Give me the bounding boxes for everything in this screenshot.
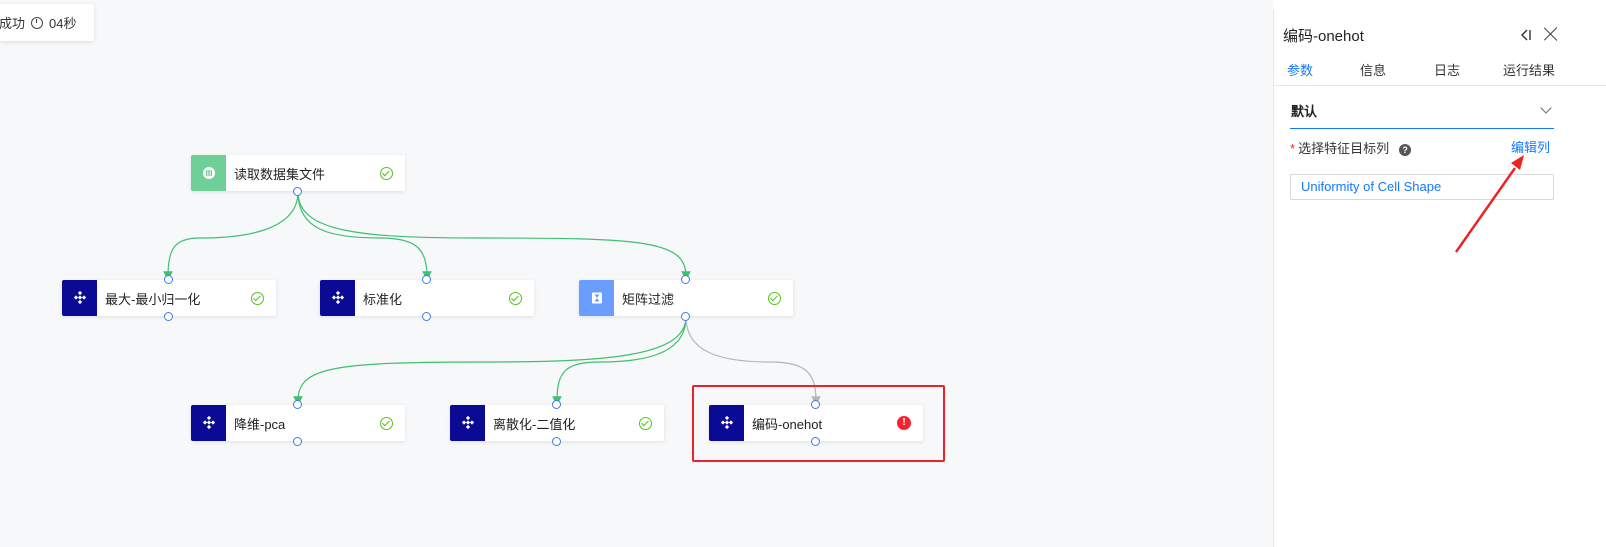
section-default[interactable]: 默认 <box>1290 97 1554 129</box>
edges-layer <box>163 191 821 406</box>
edit-columns-link[interactable]: 编辑列 <box>1511 140 1551 155</box>
chevron-down-icon[interactable] <box>1540 102 1552 114</box>
input-port[interactable] <box>164 275 173 284</box>
success-icon <box>638 416 652 430</box>
node-onehot[interactable]: 编码-onehot ! <box>709 405 923 441</box>
node-minmax-normalize[interactable]: 最大-最小归一化 <box>62 280 276 316</box>
component-icon <box>62 280 97 316</box>
component-icon <box>191 405 226 441</box>
edge-read-minmax[interactable] <box>163 191 299 281</box>
output-port[interactable] <box>422 312 431 321</box>
clock-icon <box>31 14 46 29</box>
success-icon <box>767 291 781 305</box>
component-icon <box>320 280 355 316</box>
required-mark: * <box>1290 141 1296 156</box>
field-label: *选择特征目标列? <box>1290 138 1412 157</box>
workflow-canvas[interactable]: 成功 04秒 读取数据集文件 最大-最小归一化 标准化 矩阵过滤 <box>0 0 1273 547</box>
node-label: 编码-onehot <box>752 416 823 432</box>
output-port[interactable] <box>681 312 690 321</box>
error-icon: ! <box>897 416 911 430</box>
node-read-dataset[interactable]: 读取数据集文件 <box>191 155 405 191</box>
component-icon <box>450 405 485 441</box>
node-matrix-filter[interactable]: 矩阵过滤 <box>579 280 793 316</box>
node-label: 离散化-二值化 <box>493 416 576 432</box>
tab-params[interactable]: 参数 <box>1287 63 1314 78</box>
edge-filter-binarize[interactable] <box>552 316 687 406</box>
input-port[interactable] <box>552 400 561 409</box>
node-binarize[interactable]: 离散化-二值化 <box>450 405 664 441</box>
output-port[interactable] <box>811 437 820 446</box>
run-status-badge: 成功 04秒 <box>0 4 94 41</box>
panel-tabs: 参数 信息 日志 运行结果 <box>1274 60 1606 86</box>
run-duration: 04秒 <box>49 16 77 31</box>
properties-panel: 编码-onehot 参数 信息 日志 运行结果 默认 *选择特征目标列? 编辑列… <box>1273 10 1606 547</box>
section-title: 默认 <box>1291 104 1318 119</box>
output-port[interactable] <box>164 312 173 321</box>
node-label: 读取数据集文件 <box>234 166 326 182</box>
success-icon <box>379 416 393 430</box>
help-icon[interactable]: ? <box>1399 143 1412 156</box>
node-standardize[interactable]: 标准化 <box>320 280 534 316</box>
node-label: 标准化 <box>363 291 403 307</box>
edge-filter-onehot[interactable] <box>685 316 821 406</box>
input-port[interactable] <box>681 275 690 284</box>
input-port[interactable] <box>293 400 302 409</box>
edge-filter-pca[interactable] <box>293 316 687 406</box>
panel-title: 编码-onehot <box>1283 28 1364 45</box>
component-icon <box>709 405 744 441</box>
success-icon <box>379 166 393 180</box>
node-label: 最大-最小归一化 <box>105 291 201 307</box>
node-label: 降维-pca <box>234 416 286 432</box>
database-icon <box>191 155 226 191</box>
tab-info[interactable]: 信息 <box>1360 63 1387 78</box>
output-port[interactable] <box>293 187 302 196</box>
output-port[interactable] <box>293 437 302 446</box>
run-status-text: 成功 <box>0 16 26 31</box>
input-port[interactable] <box>422 275 431 284</box>
edge-read-standard[interactable] <box>297 191 432 281</box>
field-label-text: 选择特征目标列 <box>1298 141 1390 156</box>
output-port[interactable] <box>552 437 561 446</box>
tab-log[interactable]: 日志 <box>1434 63 1461 78</box>
collapse-icon[interactable] <box>1518 27 1534 43</box>
close-icon[interactable] <box>1542 25 1560 43</box>
hourglass-icon <box>579 280 614 316</box>
selected-column-field[interactable]: Uniformity of Cell Shape <box>1290 174 1554 200</box>
node-pca[interactable]: 降维-pca <box>191 405 405 441</box>
input-port[interactable] <box>811 400 820 409</box>
tab-results[interactable]: 运行结果 <box>1503 63 1556 78</box>
edge-read-filter[interactable] <box>297 191 691 281</box>
node-label: 矩阵过滤 <box>622 291 675 307</box>
success-icon <box>508 291 522 305</box>
success-icon <box>250 291 264 305</box>
highlight-annotation-box <box>692 385 945 462</box>
